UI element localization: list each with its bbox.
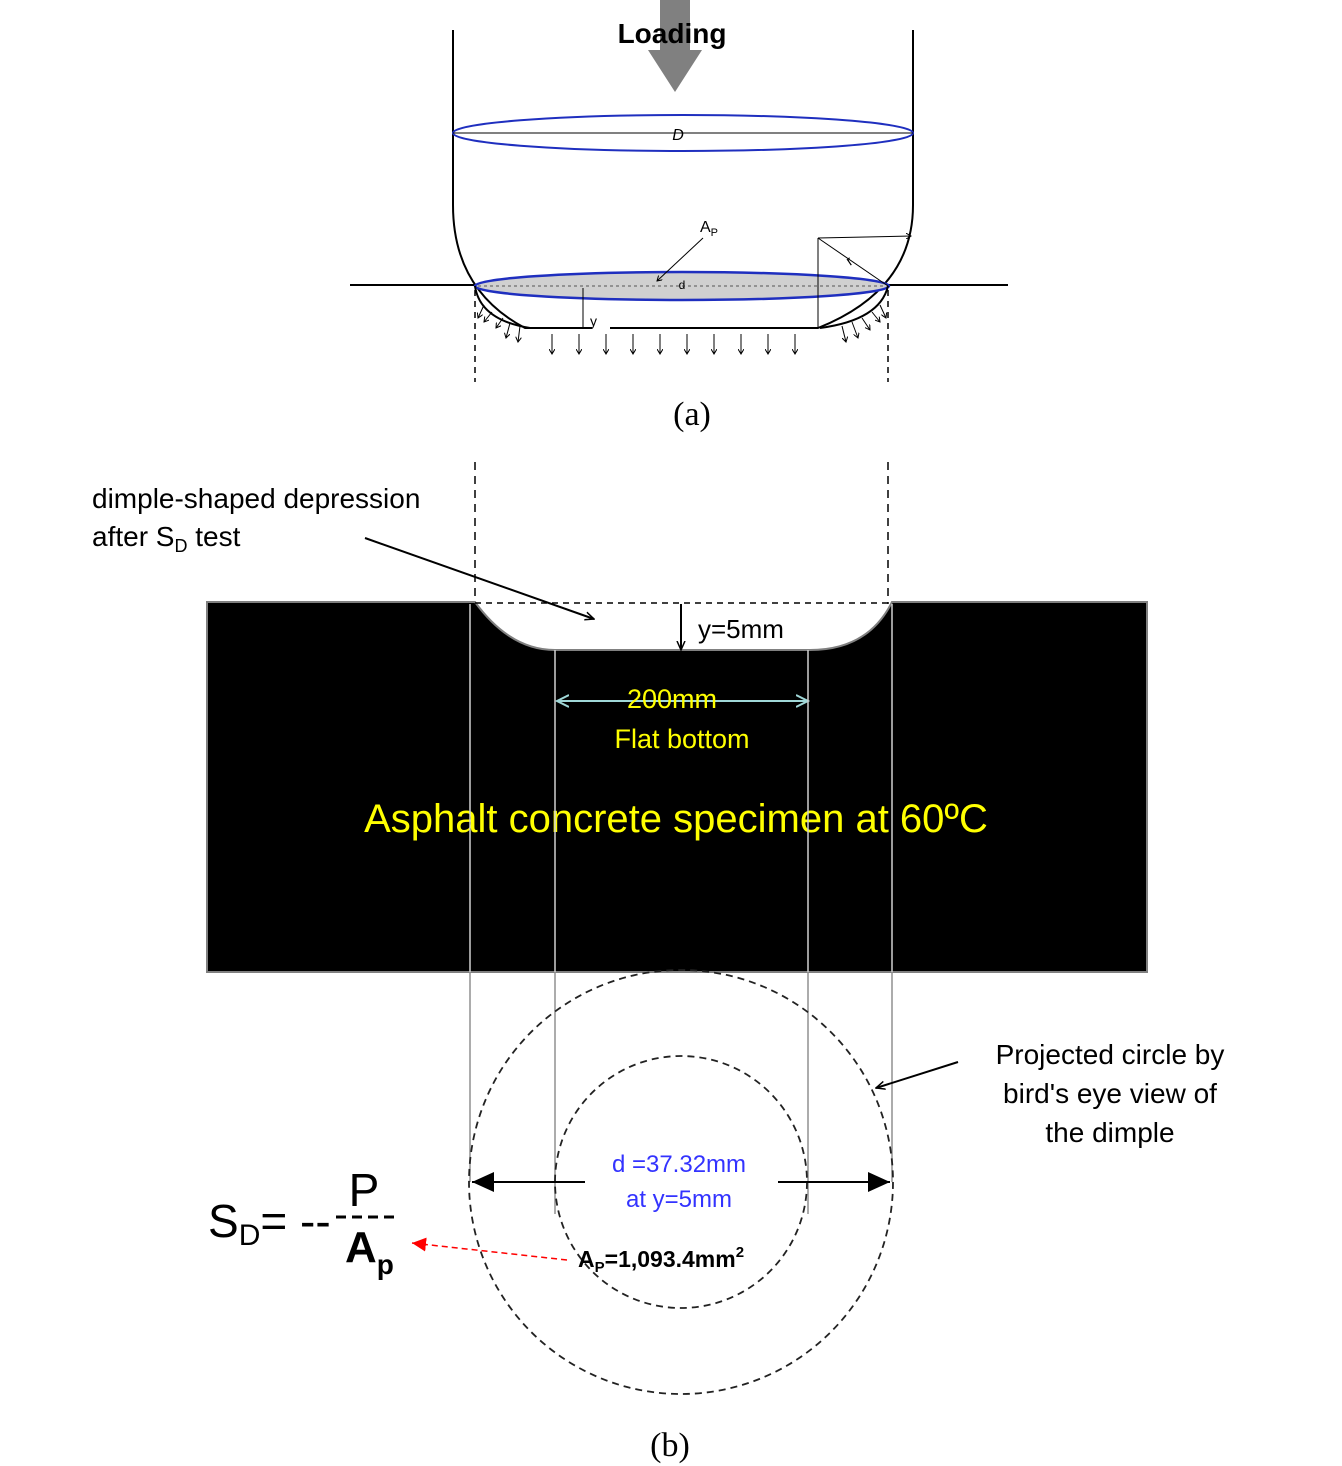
depth-label-b: y=5mm xyxy=(698,614,784,644)
dimple-note-line2: after SD test xyxy=(92,521,241,556)
projected-note-line3: the dimple xyxy=(1045,1117,1174,1148)
pressure-arrows xyxy=(478,304,886,354)
d-value-line1: d =37.32mm xyxy=(612,1151,746,1178)
projected-note-line1: Projected circle by xyxy=(996,1039,1225,1070)
pressure-arrow xyxy=(518,325,520,342)
area-label: AP xyxy=(700,219,718,239)
pressure-arrow xyxy=(851,321,858,338)
formula-denominator: Ap xyxy=(345,1223,394,1280)
pressure-arrow xyxy=(841,325,846,342)
diameter-label: D xyxy=(672,127,684,144)
pressure-arrow xyxy=(496,317,504,328)
formula-numerator: P xyxy=(349,1164,380,1216)
panel-b: dimple-shaped depression after SD test y… xyxy=(92,462,1224,1464)
projected-note-line2: bird's eye view of xyxy=(1003,1078,1217,1109)
depth-label: y xyxy=(590,313,597,329)
d-value-line2: at y=5mm xyxy=(626,1186,732,1213)
caption-b: (b) xyxy=(650,1427,690,1464)
pressure-arrow xyxy=(478,304,485,318)
radius-label: r xyxy=(843,252,856,268)
pressure-arrow xyxy=(861,317,870,330)
flat-bottom-label: Flat bottom xyxy=(614,724,749,754)
loading-arrow-icon xyxy=(648,0,702,92)
pressure-arrow xyxy=(484,311,493,322)
small-d-label: d xyxy=(679,278,686,292)
panel-a: Loading D d AP r y xyxy=(350,0,1008,433)
projected-outer-circle xyxy=(468,969,894,1395)
pressure-arrow xyxy=(879,304,886,318)
dimple-note-line1: dimple-shaped depression xyxy=(92,483,420,514)
pressure-arrow xyxy=(871,311,880,322)
asphalt-specimen xyxy=(206,601,1148,973)
specimen-label: Asphalt concrete specimen at 60ºC xyxy=(364,797,988,841)
pressure-arrow xyxy=(506,322,511,338)
ap-value: AP=1,093.4mm2 xyxy=(578,1244,744,1276)
caption-a: (a) xyxy=(673,396,711,433)
flat-width-label: 200mm xyxy=(627,684,717,714)
svg-text:SD= --: SD= -- xyxy=(208,1195,331,1252)
sd-formula: SD= -- P Ap xyxy=(208,1164,398,1280)
loading-label: Loading xyxy=(618,18,727,49)
